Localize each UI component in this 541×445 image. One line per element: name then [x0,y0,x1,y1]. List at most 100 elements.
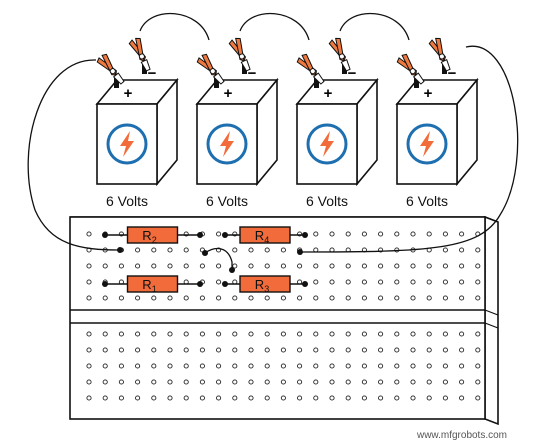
breadboard-hole [135,347,141,353]
breadboard-hole [216,231,222,237]
breadboard-hole [118,347,124,353]
breadboard-hole [86,347,92,353]
breadboard-hole [280,295,286,301]
positive-label: + [424,85,433,102]
alligator-clip-positive [96,53,125,85]
breadboard-hole [442,295,448,301]
breadboard-hole [345,295,351,301]
breadboard-hole [264,247,270,253]
breadboard-hole [313,379,319,385]
breadboard-hole [216,347,222,353]
negative-terminal [342,64,347,74]
resistor-body [126,226,179,244]
breadboard-hole [426,347,432,353]
battery-3: +−6 Volts [295,37,379,209]
breadboard-hole [216,395,222,401]
battery-voltage-label: 6 Volts [306,193,348,209]
breadboard-hole [232,331,238,337]
breadboard-hole [297,363,303,369]
resistor-r4: R4 [222,226,308,245]
breadboard-hole [86,279,92,285]
breadboard-hole [151,247,157,253]
alligator-clip-negative [228,37,251,72]
breadboard-hole [183,295,189,301]
breadboard-hole [313,263,319,269]
resistor-r2: R2 [102,226,203,245]
breadboard-hole [183,247,189,253]
breadboard-hole [410,395,416,401]
breadboard-hole [442,279,448,285]
breadboard-hole [135,395,141,401]
breadboard-hole [248,331,254,337]
breadboard-hole [329,331,335,337]
resistor-pin [197,232,203,238]
lightning-bolt-icon [206,123,248,165]
breadboard-hole [264,347,270,353]
breadboard-hole [102,395,108,401]
breadboard-hole [183,263,189,269]
breadboard-hole [329,347,335,353]
breadboard-hole [313,395,319,401]
breadboard-hole [345,263,351,269]
breadboard-hole [248,263,254,269]
breadboard-hole [151,295,157,301]
negative-terminal [142,64,147,74]
breadboard-hole [313,295,319,301]
negative-terminal [242,64,247,74]
breadboard-hole [167,247,173,253]
breadboard-hole [86,263,92,269]
breadboard-hole [86,295,92,301]
breadboard-hole [199,379,205,385]
alligator-clip-positive [196,53,225,85]
breadboard-hole [475,331,481,337]
resistor-pin [197,281,203,287]
breadboard-hole [216,295,222,301]
breadboard-hole [378,263,384,269]
positive-terminal [214,78,219,88]
breadboard-hole [313,347,319,353]
breadboard-hole [329,395,335,401]
breadboard-hole [378,279,384,285]
resistor-pin [102,232,108,238]
breadboard-hole [459,247,465,253]
resistor-body [239,226,291,244]
breadboard-hole [297,347,303,353]
breadboard-hole [442,263,448,269]
breadboard-hole [167,263,173,269]
breadboard-hole [216,263,222,269]
negative-label: − [148,65,157,82]
wire-jumper-r2-r3 [204,247,233,270]
breadboard-hole [183,395,189,401]
breadboard-hole [280,363,286,369]
alligator-clip-negative [428,37,451,72]
breadboard-hole [102,379,108,385]
positive-terminal [314,78,319,88]
breadboard-hole [297,379,303,385]
breadboard-hole [345,347,351,353]
breadboard-hole [459,331,465,337]
breadboard-hole [199,263,205,269]
resistor-r1: R1 [102,275,203,294]
breadboard-hole [459,379,465,385]
lightning-bolt-icon [106,123,148,165]
breadboard-hole [378,363,384,369]
breadboard-hole [361,363,367,369]
breadboard-hole [345,395,351,401]
battery-group: +−6 Volts+−6 Volts+−6 Volts+−6 Volts [95,37,479,209]
breadboard-hole [329,363,335,369]
breadboard-hole [135,263,141,269]
lightning-bolt-icon [406,123,448,165]
breadboard-hole [345,379,351,385]
wire-endpoint [229,267,235,273]
battery-voltage-label: 6 Volts [406,193,448,209]
breadboard-hole [151,379,157,385]
breadboard-hole [232,395,238,401]
breadboard-body [69,216,486,420]
breadboard-hole [167,395,173,401]
breadboard-hole [459,347,465,353]
breadboard-hole [426,363,432,369]
breadboard-hole [248,395,254,401]
breadboard-hole [378,395,384,401]
breadboard-hole [199,363,205,369]
